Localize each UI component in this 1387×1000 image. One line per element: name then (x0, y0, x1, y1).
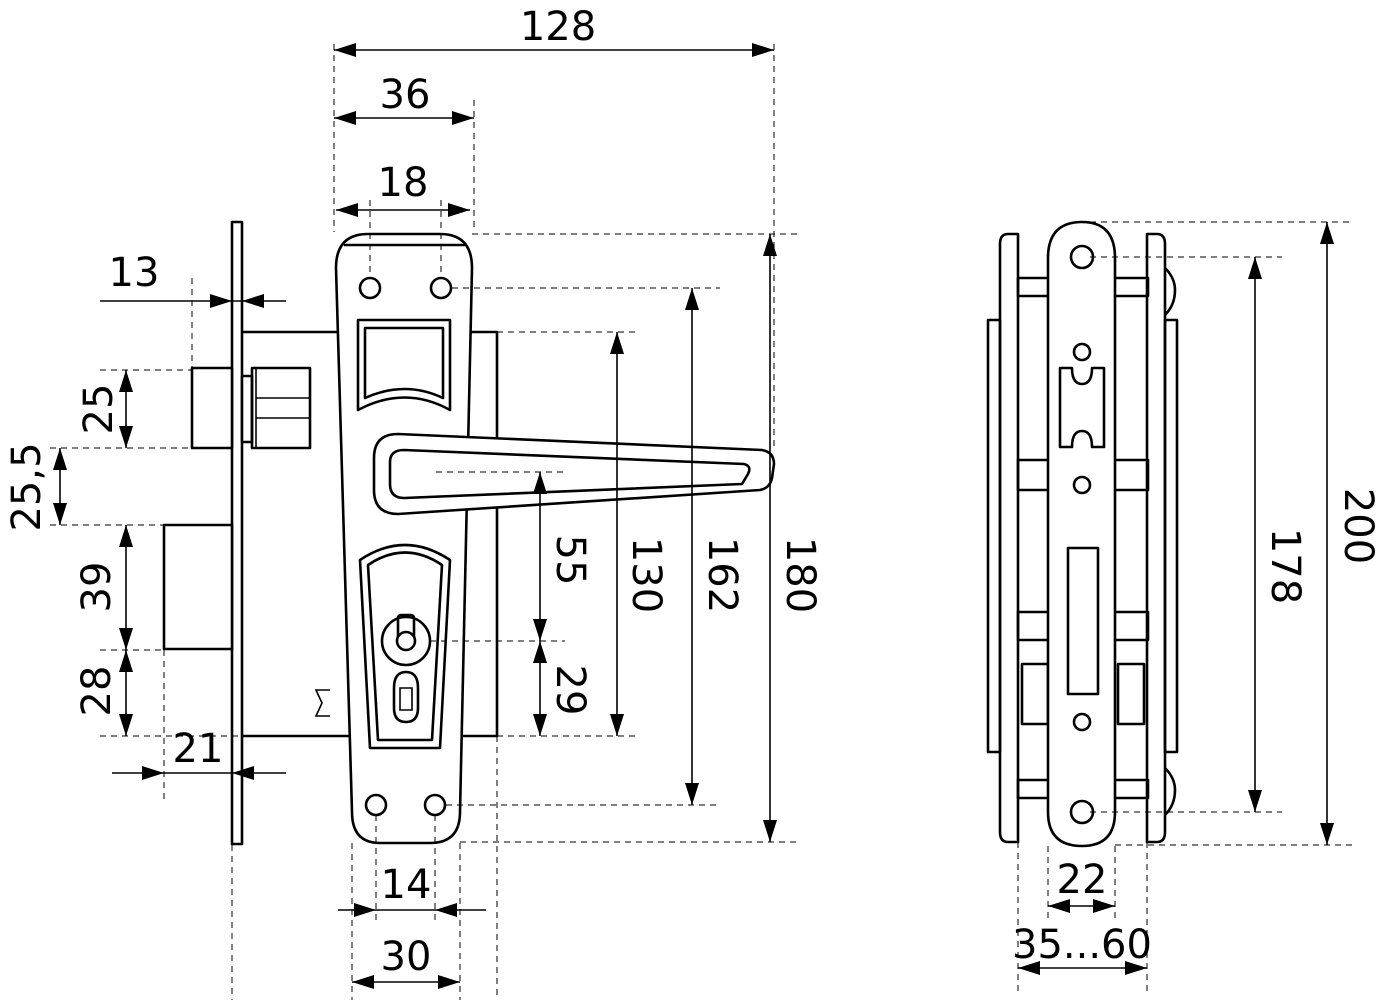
front-view (162, 220, 776, 846)
arrowhead (685, 288, 699, 310)
dim-14-label: 14 (381, 862, 432, 908)
lower-window (358, 543, 452, 750)
arrowhead (685, 783, 699, 805)
dim-30-label: 30 (381, 934, 432, 980)
arrowhead (533, 714, 547, 736)
arrowhead (119, 628, 133, 650)
arrowhead (533, 641, 547, 663)
side-faceplate (1046, 220, 1117, 848)
spring-mark-icon (314, 689, 330, 717)
arrowhead (53, 448, 67, 470)
arrowhead (763, 234, 777, 256)
dim-128-label: 128 (520, 4, 596, 50)
dim-22-label: 22 (1057, 857, 1108, 903)
arrowhead (53, 503, 67, 525)
dim-21-label: 21 (173, 726, 224, 772)
arrowhead (1048, 899, 1070, 913)
arrowhead (1248, 790, 1262, 812)
dim-200-label: 200 (1335, 488, 1381, 564)
arrowhead (336, 203, 358, 217)
arrowhead (334, 111, 356, 125)
dim-25-label: 25 (76, 384, 122, 435)
dim-29-label: 29 (547, 665, 593, 716)
lever-handle (372, 432, 776, 516)
dimension-labels: 128 36 18 13 21 14 30 22 35...60 25 25,5… (4, 4, 1381, 980)
dim-130-label: 130 (623, 537, 669, 613)
escutcheon-plate (334, 232, 474, 845)
arrowhead (533, 619, 547, 641)
arrowhead (1093, 899, 1115, 913)
latch-bolt (190, 366, 312, 450)
arrowhead (1320, 823, 1334, 845)
arrowhead (1018, 961, 1040, 975)
arrowhead (1248, 257, 1262, 279)
arrowhead (210, 294, 232, 308)
arrowhead (119, 370, 133, 392)
arrowhead (119, 426, 133, 448)
arrowhead (1125, 961, 1147, 975)
dim-13-label: 13 (109, 250, 160, 296)
arrowhead (142, 766, 164, 780)
arrowhead (452, 111, 474, 125)
arrowhead (610, 714, 624, 736)
arrowhead (352, 975, 374, 989)
arrowhead (1320, 222, 1334, 244)
bolt-opening (1066, 546, 1100, 696)
dim-180-label: 180 (777, 537, 823, 613)
dim-39-label: 39 (74, 562, 120, 613)
upper-window (356, 318, 452, 412)
arrowhead (752, 43, 774, 57)
dimension-lines (53, 43, 1334, 989)
arrowhead (119, 525, 133, 547)
arrowhead (119, 650, 133, 672)
arrowhead (448, 203, 470, 217)
arrowhead (232, 766, 254, 780)
arrowhead (610, 332, 624, 354)
dim-178-label: 178 (1262, 528, 1308, 604)
dim-25-5-label: 25,5 (4, 442, 50, 531)
arrowhead (242, 294, 264, 308)
dead-bolt (162, 523, 234, 651)
arrowhead (763, 820, 777, 842)
dim-18-label: 18 (378, 160, 429, 206)
dim-55-label: 55 (547, 535, 593, 586)
faceplate (230, 220, 244, 846)
side-view (986, 220, 1179, 848)
arrowhead (354, 903, 376, 917)
latch-opening (1058, 366, 1106, 449)
dim-28-label: 28 (74, 666, 120, 717)
arrowhead (119, 714, 133, 736)
extension-lines (50, 44, 1352, 1000)
arrowhead (438, 975, 460, 989)
arrowhead (334, 43, 356, 57)
dim-35-60-label: 35...60 (1012, 922, 1152, 968)
dim-162-label: 162 (699, 537, 745, 613)
arrowhead (435, 903, 457, 917)
dim-36-label: 36 (380, 72, 431, 118)
arrowhead (533, 472, 547, 494)
